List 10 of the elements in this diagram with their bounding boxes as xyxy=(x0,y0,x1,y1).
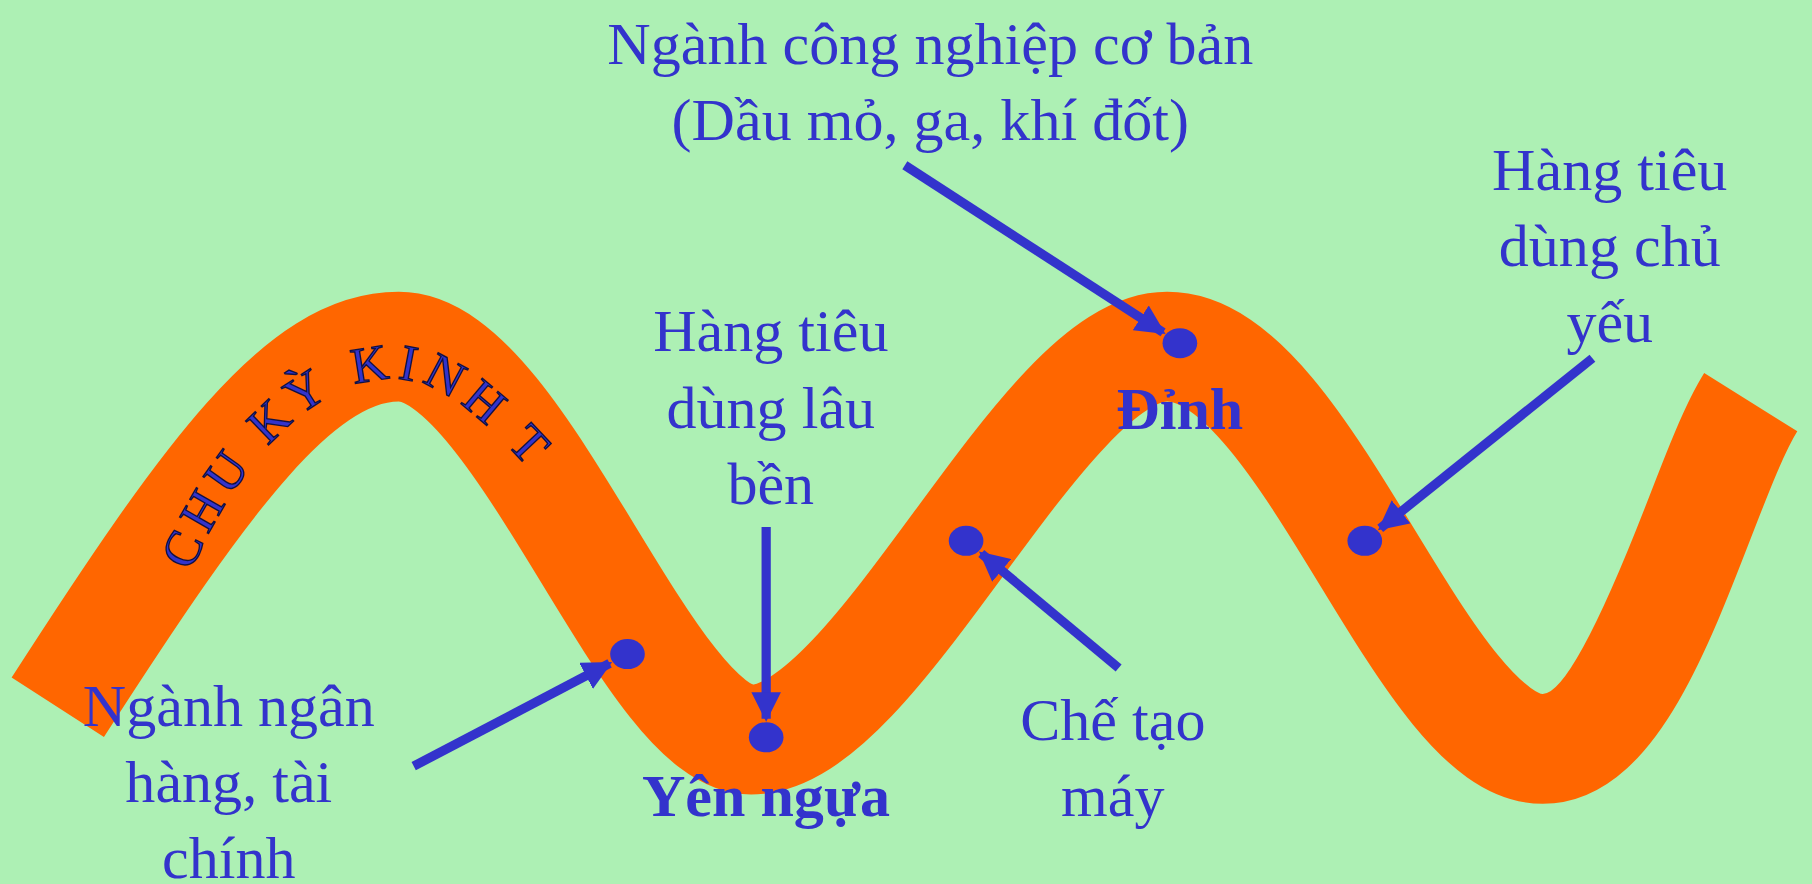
callout-text: Ngành công nghiệp cơ bản (Dầu mỏ, ga, khí đốt) xyxy=(548,5,1312,159)
leader-arrow xyxy=(751,526,781,722)
callout-text: Hàng tiêu dùng lâu bền xyxy=(632,293,910,523)
callout-text: Hàng tiêu dùng chủ yếu xyxy=(1471,131,1749,361)
point-label: Yên ngựa xyxy=(641,761,891,831)
leader-arrow xyxy=(1377,354,1596,533)
leader-arrow xyxy=(978,549,1122,672)
callout-text: Chế tạo máy xyxy=(979,681,1246,835)
leader-arrow xyxy=(411,659,613,771)
leader-arrow xyxy=(902,161,1166,337)
